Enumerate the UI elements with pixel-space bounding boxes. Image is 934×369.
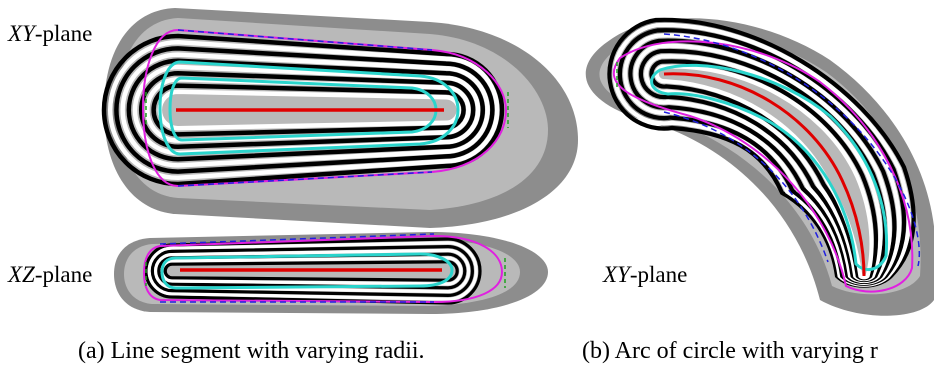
cyan-contour-1 — [650, 63, 889, 272]
contour-band — [649, 59, 878, 281]
plane-variable: XZ — [8, 262, 35, 287]
magenta-contour — [142, 234, 504, 304]
plane-variable: XY — [603, 262, 630, 287]
contour-band — [147, 241, 478, 301]
blue-dashed-top — [159, 233, 435, 245]
contour-band — [633, 43, 892, 284]
contour-band — [154, 248, 471, 294]
contour-band — [150, 244, 474, 298]
blue-dashed-bottom — [177, 171, 433, 187]
contour-band — [628, 38, 897, 284]
contour-band — [101, 33, 505, 187]
contour-band — [114, 46, 495, 174]
contour-band — [151, 83, 466, 137]
cyan-contour-2 — [168, 76, 438, 142]
blue-dashed-outer — [663, 33, 921, 267]
contour-band — [107, 39, 500, 181]
contour-band — [612, 23, 911, 287]
contour-band — [139, 70, 476, 150]
caption-a: (a) Line segment with varying radii. — [78, 338, 425, 364]
contour-band — [157, 252, 467, 290]
plane-suffix: -plane — [34, 262, 93, 287]
plane-suffix: -plane — [34, 21, 93, 46]
contour-band — [126, 58, 485, 162]
cyan-contour-1 — [160, 252, 454, 290]
blue-dashed-top — [177, 29, 433, 51]
contour-band — [144, 237, 482, 305]
skeleton-arc — [663, 72, 866, 277]
panel-a-xy-shape — [101, 8, 578, 228]
contour-band — [145, 77, 471, 143]
plane-variable: XY — [8, 21, 35, 46]
magenta-contour — [613, 40, 914, 293]
panel-b-arc-shape — [585, 17, 934, 316]
xy-plane-label-b: XY-plane — [603, 263, 687, 286]
plane-suffix: -plane — [629, 262, 688, 287]
xz-plane-label-a: XZ-plane — [8, 263, 92, 286]
xy-plane-label-a: XY-plane — [8, 22, 92, 45]
contour-band — [120, 52, 490, 168]
cyan-contour-1 — [158, 60, 460, 156]
contour-bands — [144, 237, 482, 305]
contour-bands — [607, 17, 916, 288]
panel-a-xz-shape — [114, 232, 548, 314]
blue-dashed-inner — [663, 111, 829, 263]
caption-b: (b) Arc of circle with varying r — [582, 338, 878, 364]
contour-band — [617, 28, 907, 286]
contour-band — [623, 33, 902, 285]
contour-band — [607, 17, 916, 288]
